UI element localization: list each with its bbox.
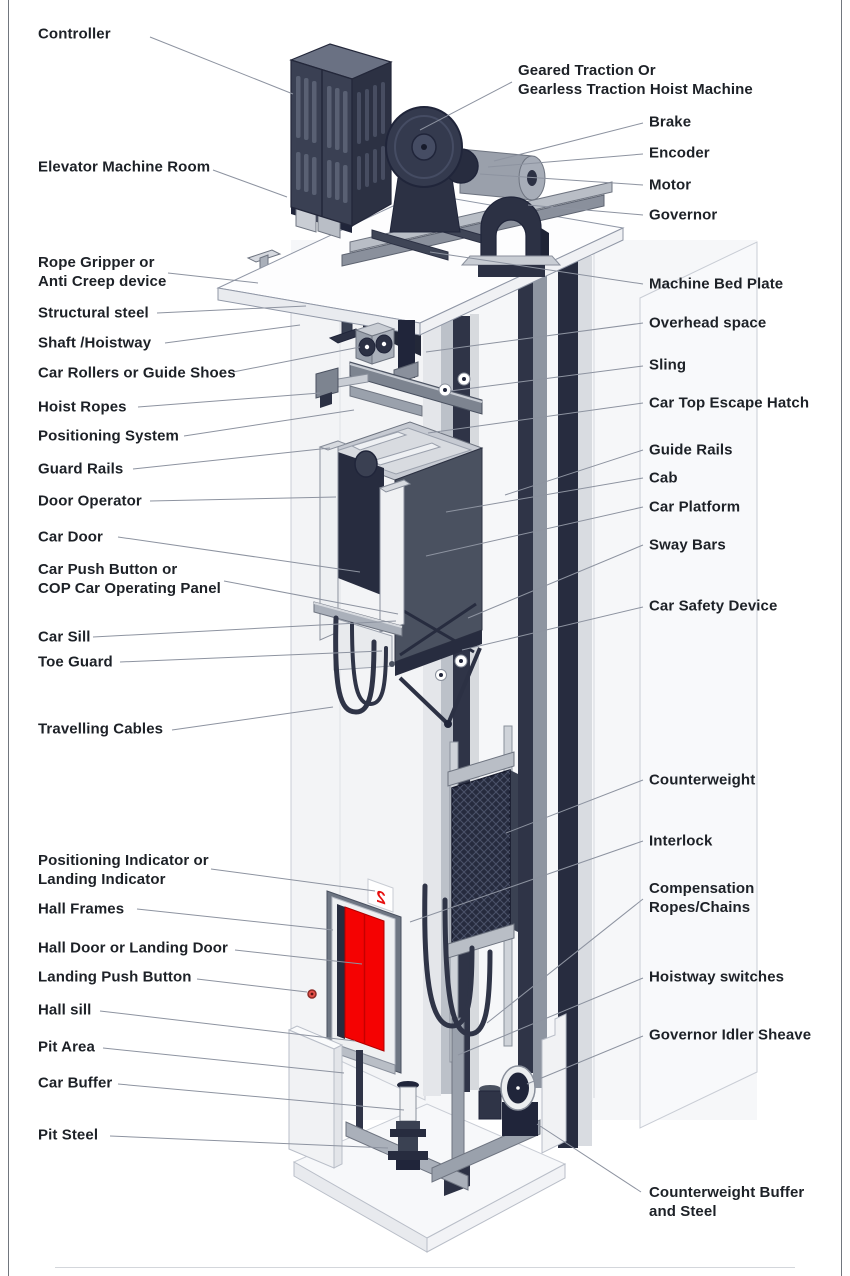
leader-line-sway-bars <box>467 544 644 619</box>
counterweight-hatch-texture <box>452 770 510 946</box>
safety-strut <box>446 647 482 725</box>
door-column-right <box>379 479 405 633</box>
pit-assembly <box>287 883 567 1253</box>
leader-line-car-push-button <box>223 580 399 615</box>
leader-line-machine-bed-plate <box>429 251 644 285</box>
leader-line-car-rollers <box>232 346 361 373</box>
door-operator-disc <box>354 450 378 478</box>
vent-strips <box>357 82 385 190</box>
leader-line-governor-idler-sheave <box>526 1035 644 1085</box>
rope-hitch <box>398 320 415 378</box>
compensation-chains <box>422 883 493 1037</box>
governor-idler-sheave-device <box>500 1065 538 1136</box>
pit-wall-inner <box>333 1044 343 1169</box>
floor-indicator-card <box>367 878 394 913</box>
machine-room <box>216 43 625 336</box>
counterweight-top-beam <box>447 751 515 787</box>
rail-bracket-strip <box>533 274 547 1088</box>
leader-line-car-top-escape-hatch <box>427 402 644 434</box>
governor-rope <box>518 276 533 1073</box>
pit-right-wall <box>541 1013 567 1154</box>
sling-beam <box>349 361 483 415</box>
leader-line-structural-steel <box>156 305 307 314</box>
hoistway-switch-channel <box>451 1017 465 1179</box>
leader-line-car-sill <box>92 620 397 638</box>
leader-line-elevator-machine-room <box>212 169 288 198</box>
leader-line-hall-sill <box>99 1010 356 1042</box>
leader-line-hall-frames <box>136 908 334 931</box>
page-border-left <box>8 0 9 1276</box>
leader-line-toe-guard <box>119 650 383 663</box>
shaft-right-wall <box>639 241 758 1129</box>
counterweight-buffer-device <box>478 1085 502 1120</box>
counterweight-side <box>510 770 518 932</box>
governor-device <box>460 196 562 277</box>
footer-divider <box>55 1267 795 1268</box>
positioning-sensor <box>320 392 332 408</box>
leader-line-landing-push-button <box>196 978 308 993</box>
leader-line-compensation-ropes <box>486 898 644 1024</box>
hall-door-assembly: 2 <box>307 878 402 1138</box>
leader-line-counterweight <box>505 779 644 834</box>
leader-line-overhead-space <box>425 322 644 353</box>
leader-line-brake <box>493 122 644 162</box>
car-platform-edge <box>395 630 482 676</box>
counterweight-guide-rail <box>558 258 578 1148</box>
leader-line-car-door <box>117 536 361 573</box>
cab <box>313 421 484 728</box>
leader-line-door-operator <box>149 496 337 502</box>
controller-cabinet <box>289 43 393 239</box>
leader-line-encoder <box>487 153 644 168</box>
car-buffer-device <box>388 1081 428 1170</box>
car-assembly <box>313 320 484 728</box>
toe-guard-knob <box>389 661 395 667</box>
cab-top-slot <box>350 431 408 451</box>
leader-line-positioning-system <box>183 409 355 437</box>
leader-line-car-safety-device <box>461 606 644 651</box>
leader-line-counterweight-buffer <box>536 1123 642 1193</box>
hall-door-post <box>356 1050 363 1138</box>
leader-line-sling <box>449 365 644 392</box>
leader-line-travelling-cables <box>171 706 334 731</box>
leader-line-hoist-ropes <box>137 392 321 408</box>
leader-line-hoistway-switches <box>457 977 644 1056</box>
leader-line-governor <box>527 204 644 216</box>
pit-front-edge <box>426 1163 566 1253</box>
leader-line-guard-rails <box>132 447 331 470</box>
hall-door-jamb <box>337 904 345 1039</box>
leader-line-pit-steel <box>109 1135 389 1149</box>
positioning-box <box>315 367 339 399</box>
rail-backing <box>470 314 479 1090</box>
leader-line-controller <box>149 36 294 95</box>
leader-line-shaft-hoistway <box>164 324 301 344</box>
leader-line-motor <box>479 173 644 186</box>
sling-beam-lower <box>349 385 423 417</box>
pit-left-wall <box>288 1029 335 1169</box>
rail-backing <box>578 256 592 1146</box>
cab-doorway <box>338 452 384 596</box>
travelling-cables <box>333 615 388 715</box>
leader-line-rope-gripper <box>167 272 259 284</box>
rail-bolts <box>435 372 471 681</box>
leader-line-cab <box>445 477 644 513</box>
safety-strut <box>398 676 450 726</box>
floor-indicator-digit: 2 <box>376 886 386 909</box>
page-border-right <box>841 0 842 1276</box>
leader-line-positioning-indicator <box>210 868 376 892</box>
traction-hoist-machine <box>385 106 546 233</box>
leader-line-car-buffer <box>117 1083 405 1111</box>
leader-line-pit-area <box>102 1047 345 1074</box>
leader-line-guide-rails <box>504 449 644 496</box>
leader-line-interlock <box>409 840 644 923</box>
leader-lines <box>92 36 644 1193</box>
vent-strips <box>296 76 348 203</box>
leader-line-car-platform <box>425 506 644 557</box>
car-safety-device-block <box>444 720 452 728</box>
leader-line-hoist-machine <box>419 81 513 131</box>
leader-line-hall-door <box>234 949 363 965</box>
